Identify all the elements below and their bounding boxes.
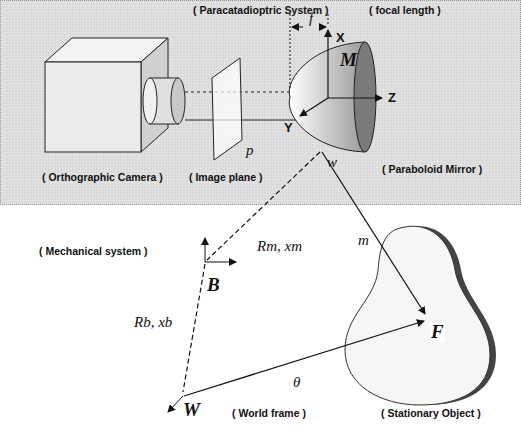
caption-label: ( Orthographic Camera ) [42, 172, 163, 184]
image-plane [212, 58, 242, 160]
caption-label: ( Paraboloid Mirror ) [382, 164, 482, 176]
frame-symbol: F [430, 322, 445, 343]
orthographic-camera [171, 78, 185, 124]
mirror-axes [328, 97, 382, 98]
symbol-label: w [327, 154, 337, 171]
system-band-fill [0, 0, 521, 205]
frame-axes [168, 238, 236, 412]
orthographic-camera [45, 62, 141, 152]
axis-label: Z [388, 91, 396, 105]
caption-label: ( Stationary Object ) [380, 408, 482, 420]
system-band-fill [0, 0, 521, 205]
object-silhouette [345, 226, 496, 405]
axis-label: X [336, 31, 345, 45]
optical-rays [185, 120, 312, 121]
paraboloid-mirror [289, 42, 376, 152]
frame-symbol: M [340, 50, 357, 71]
caption-label: ( focal length ) [369, 5, 441, 17]
frame-symbol: B [206, 275, 221, 296]
symbol-label: f [309, 10, 313, 27]
caption-label: ( World frame ) [231, 408, 307, 420]
angle-label: θ [292, 374, 301, 391]
caption-label: ( Mechanical system ) [38, 246, 149, 258]
frame-axes [205, 262, 236, 263]
caption-label: ( Image plane ) [189, 172, 263, 184]
object-silhouette [345, 226, 490, 405]
image-plane [212, 58, 242, 160]
transform-label: Rb, xb [133, 314, 173, 331]
frame-axes [205, 238, 206, 262]
focal-length-dimension [290, 14, 291, 88]
transform-lines [207, 152, 320, 260]
orthographic-camera [143, 78, 157, 124]
frame-axes [168, 396, 183, 412]
focal-length-dimension [292, 27, 303, 28]
transform-lines [322, 152, 425, 314]
optical-rays [185, 92, 300, 93]
transform-label: Rm, xm [256, 238, 303, 255]
orthographic-camera [45, 38, 185, 152]
vector-label: m [357, 232, 370, 249]
mirror-axes [300, 98, 328, 116]
transform-lines [184, 321, 424, 396]
mirror-axes [327, 30, 328, 98]
focal-length-dimension [320, 27, 326, 28]
frame-symbol: W [182, 400, 201, 421]
mirror-axes [300, 30, 382, 116]
paraboloid-mirror [354, 42, 376, 152]
axis-label: Y [284, 121, 293, 135]
band-title: ( Paracatadioptric System ) [193, 5, 328, 17]
symbol-label: p [246, 142, 254, 159]
transform-lines [183, 264, 205, 392]
transform-lines [183, 152, 425, 396]
